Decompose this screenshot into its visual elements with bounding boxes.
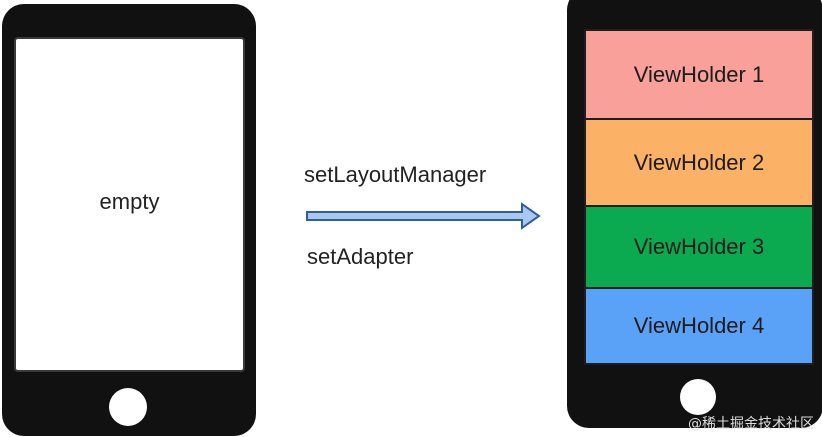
right-phone: ViewHolder 1 ViewHolder 2 ViewHolder 3 V… (567, 0, 822, 428)
view-holder-1: ViewHolder 1 (586, 31, 812, 120)
set-layout-manager-label: setLayoutManager (304, 162, 487, 187)
left-phone: empty (2, 4, 256, 436)
right-arrow-icon (306, 202, 541, 230)
left-phone-screen: empty (14, 37, 245, 372)
set-adapter-label: setAdapter (307, 244, 414, 269)
right-phone-home-button (680, 379, 716, 415)
view-holder-3: ViewHolder 3 (586, 207, 812, 289)
right-phone-screen: ViewHolder 1 ViewHolder 2 ViewHolder 3 V… (584, 29, 814, 365)
left-phone-home-button (109, 388, 147, 426)
arrow-shape (306, 202, 541, 230)
empty-label: empty (99, 189, 160, 214)
view-holder-4: ViewHolder 4 (586, 289, 812, 363)
view-holder-2: ViewHolder 2 (586, 120, 812, 207)
watermark: @稀土掘金技术社区 (688, 416, 814, 432)
